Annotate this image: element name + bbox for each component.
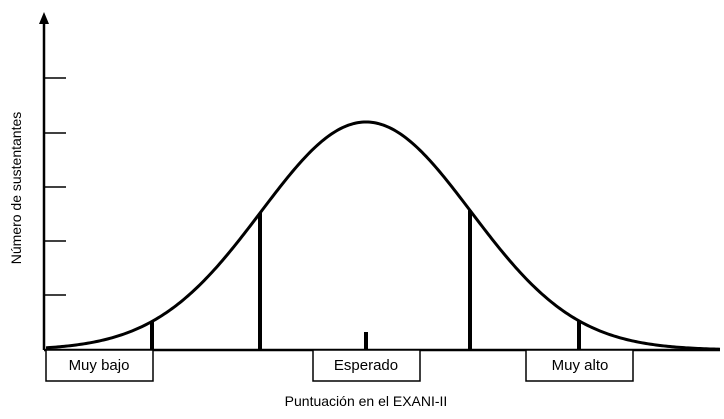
category-label-very-high: Muy alto [552, 357, 609, 374]
category-label-expected: Esperado [334, 357, 398, 374]
x-axis-label: Puntuación en el EXANI-II [285, 393, 448, 409]
category-expected: Esperado [312, 349, 421, 382]
y-axis-arrow-icon [39, 12, 49, 24]
bell-curve [45, 120, 721, 351]
category-box [45, 349, 154, 382]
category-label-very-low: Muy bajo [69, 357, 130, 374]
category-box [525, 349, 634, 382]
category-very-high: Muy alto [525, 349, 634, 382]
category-box [312, 349, 421, 382]
category-very-low: Muy bajo [45, 349, 154, 382]
y-axis-label: Número de sustentantes [8, 112, 24, 265]
